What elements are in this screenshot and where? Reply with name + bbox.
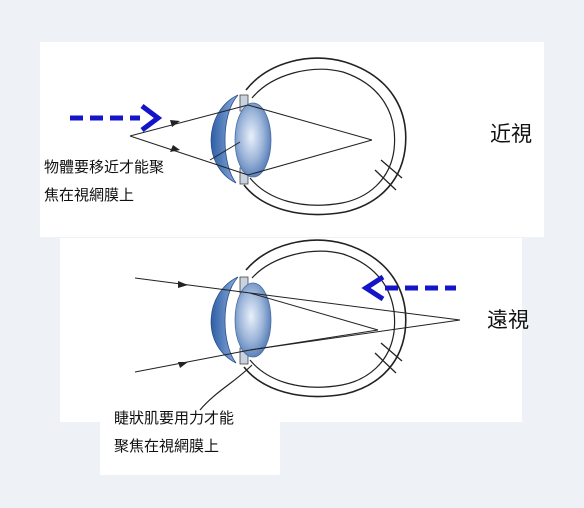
cornea-icon: [210, 276, 239, 364]
cornea-icon: [210, 94, 239, 184]
myopia-panel: [40, 42, 544, 237]
hyperopia-note-line2: 聚焦在視網膜上: [114, 437, 219, 455]
hyperopia-note-panel: [100, 405, 280, 475]
myopia-note-line2: 焦在視網膜上: [44, 186, 134, 204]
hyperopia-eye: [134, 239, 461, 398]
dashed-arrow-right-icon: [70, 104, 163, 132]
hyperopia-panel: [60, 238, 522, 422]
lens-icon: [234, 102, 272, 178]
hyperopia-title: 遠視: [487, 308, 529, 332]
myopia-eye: [129, 57, 407, 216]
dashed-arrow-left-icon: [361, 274, 456, 302]
myopia-note-line1: 物體要移近才能聚: [44, 158, 164, 176]
hyperopia-note-line1: 睫狀肌要用力才能: [114, 409, 234, 427]
lens-icon: [234, 282, 272, 358]
myopia-title: 近視: [490, 122, 532, 146]
